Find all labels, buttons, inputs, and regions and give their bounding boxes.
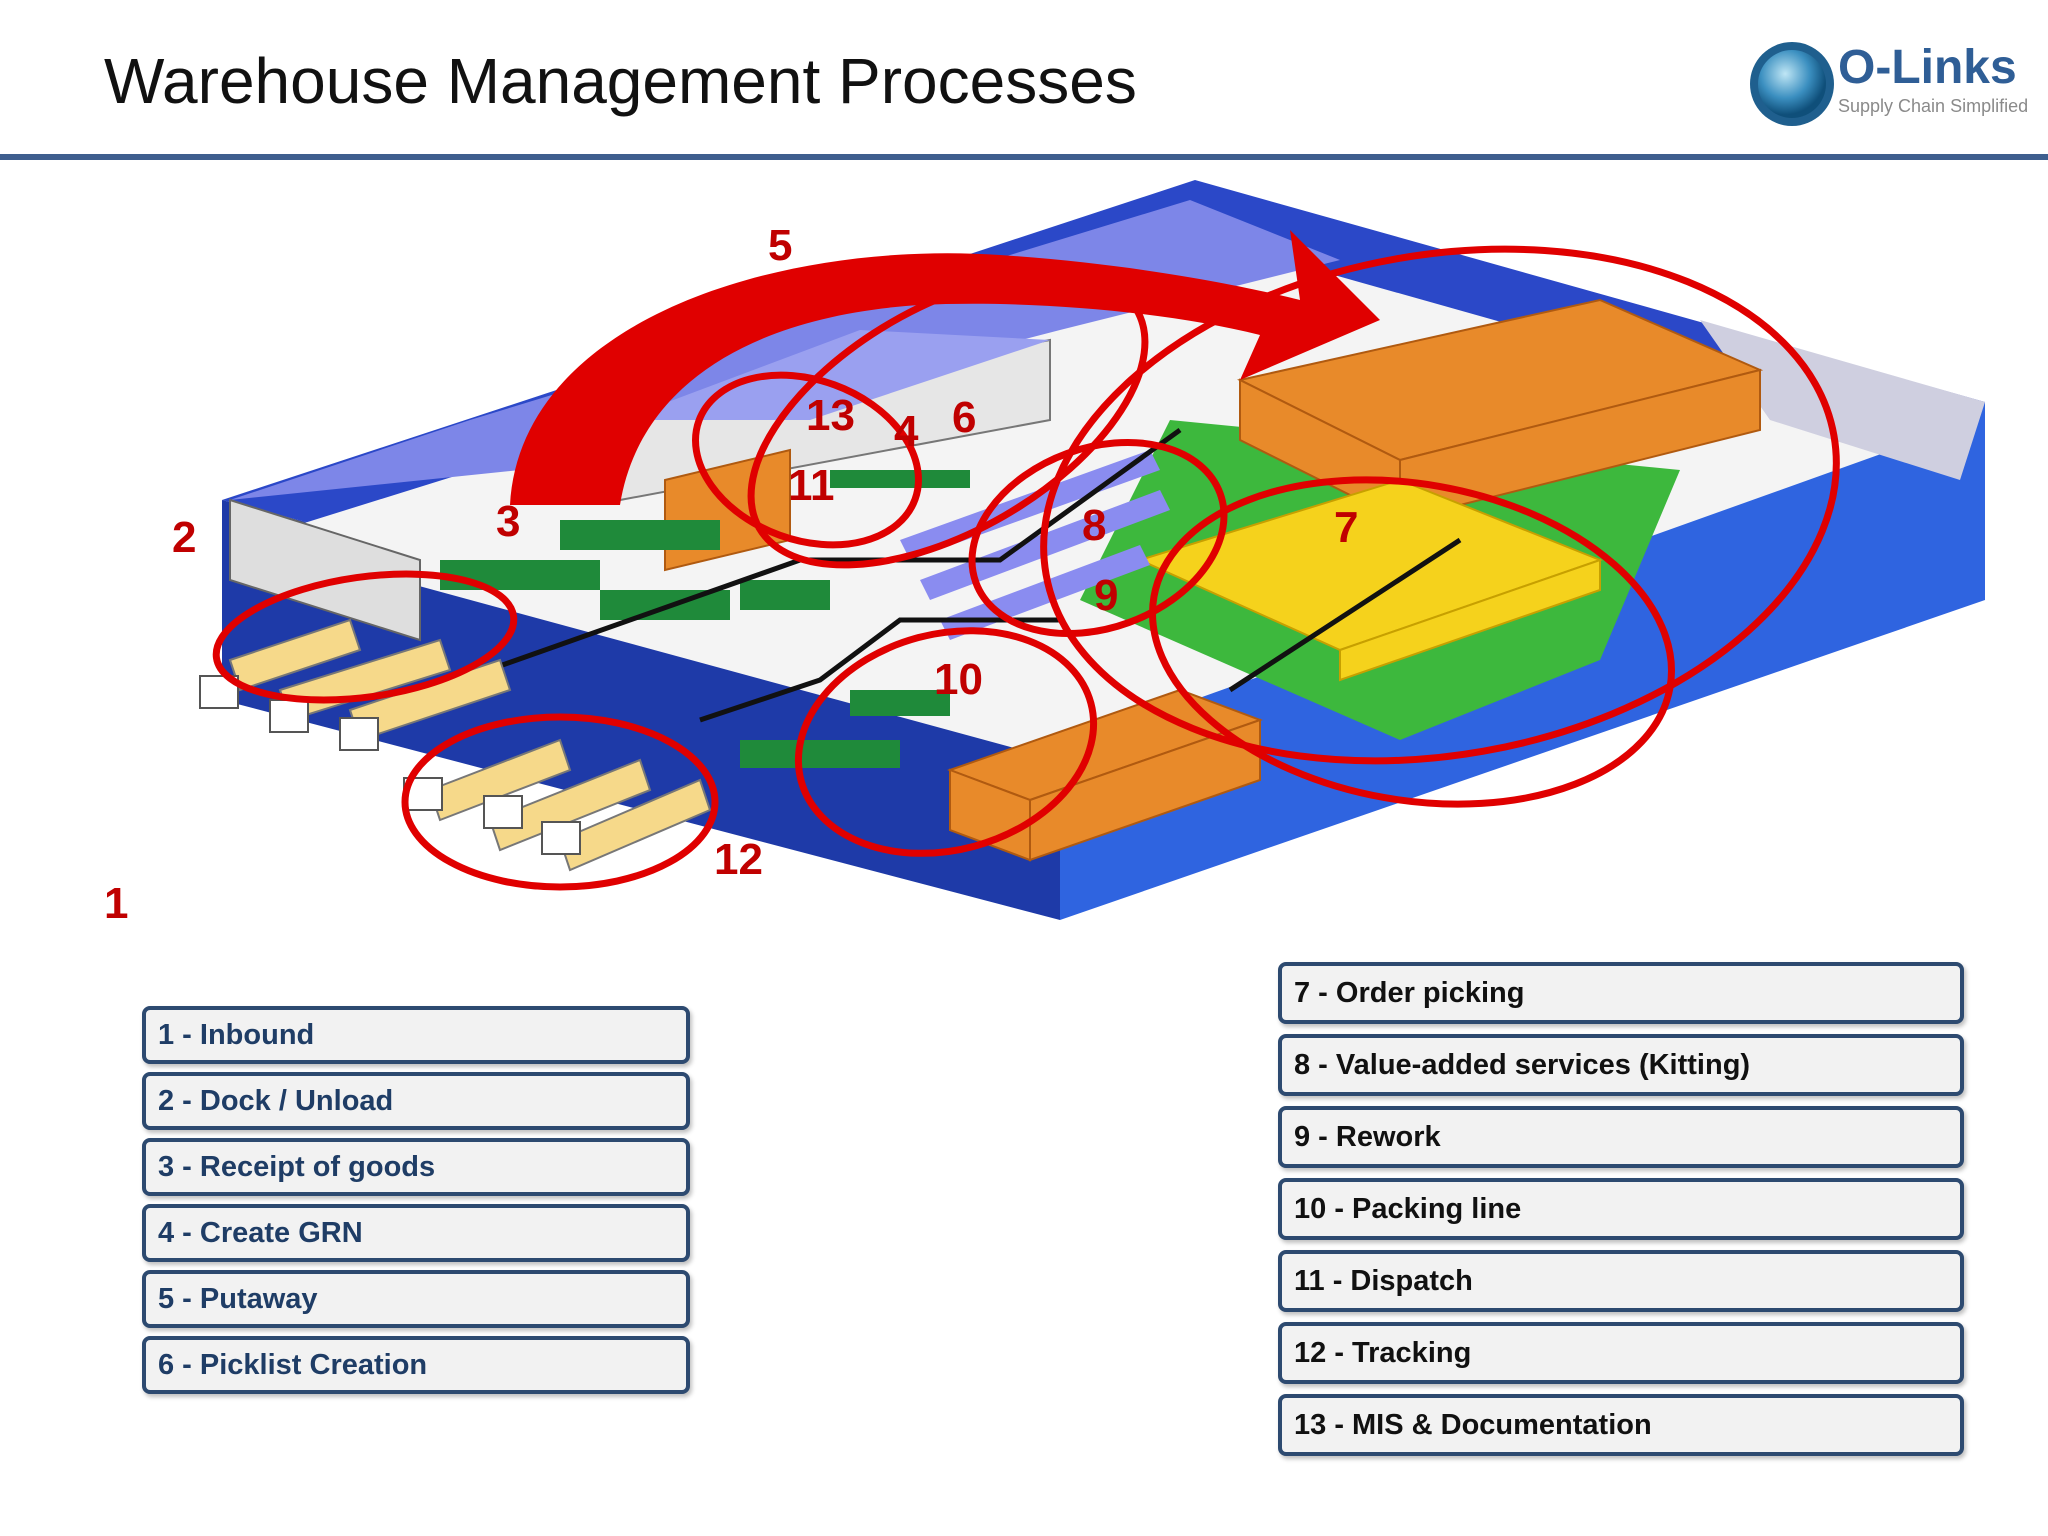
globe-icon: [1750, 42, 1834, 126]
marker-1: 1: [104, 879, 128, 928]
marker-8: 8: [1082, 501, 1106, 550]
inbound-trucks: [199, 618, 712, 872]
legend-item-kitting: 8 - Value-added services (Kitting): [1278, 1034, 1964, 1096]
marker-10: 10: [934, 655, 983, 704]
marker-5: 5: [768, 221, 792, 270]
office-roof: [620, 330, 1050, 420]
legend-item-tracking: 12 - Tracking: [1278, 1322, 1964, 1384]
back-racks: [1237, 298, 1764, 522]
marker-9: 9: [1094, 571, 1118, 620]
legend-item-mis: 13 - MIS & Documentation: [1278, 1394, 1964, 1456]
picking-racks: [1137, 478, 1603, 682]
marker-3: 3: [496, 497, 520, 546]
legend-item-receipt: 3 - Receipt of goods: [142, 1138, 690, 1196]
marker-11: 11: [788, 461, 835, 510]
legend-item-dispatch: 11 - Dispatch: [1278, 1250, 1964, 1312]
company-logo: O-Links Supply Chain Simplified: [1748, 36, 2038, 132]
process-circles: [212, 245, 1840, 891]
legend-item-packing-line: 10 - Packing line: [1278, 1178, 1964, 1240]
logo-name: O-Links: [1838, 41, 2017, 94]
logo-tagline: Supply Chain Simplified: [1838, 96, 2029, 116]
title-divider: [0, 154, 2048, 160]
marker-13: 13: [806, 391, 855, 440]
marker-4: 4: [894, 407, 919, 456]
right-canopy: [1700, 320, 1985, 480]
marker-6: 6: [952, 393, 976, 442]
marker-12: 12: [714, 835, 763, 884]
crates: [440, 470, 970, 768]
marker-7: 7: [1334, 503, 1358, 552]
warehouse-illustration: 1 2 3 4 5 6 7 8 9 10 11 12 13: [104, 180, 1985, 928]
legend-item-inbound: 1 - Inbound: [142, 1006, 690, 1064]
dock-wall: [229, 498, 421, 642]
putaway-arrow: [510, 230, 1380, 505]
legend-item-create-grn: 4 - Create GRN: [142, 1204, 690, 1262]
legend-item-picklist: 6 - Picklist Creation: [142, 1336, 690, 1394]
page-title: Warehouse Management Processes: [104, 45, 1137, 117]
slab-left-face: [222, 500, 1060, 920]
legend-item-putaway: 5 - Putaway: [142, 1270, 690, 1328]
marker-2: 2: [172, 513, 196, 562]
legend-item-rework: 9 - Rework: [1278, 1106, 1964, 1168]
legend-item-dock-unload: 2 - Dock / Unload: [142, 1072, 690, 1130]
legend-item-order-picking: 7 - Order picking: [1278, 962, 1964, 1024]
